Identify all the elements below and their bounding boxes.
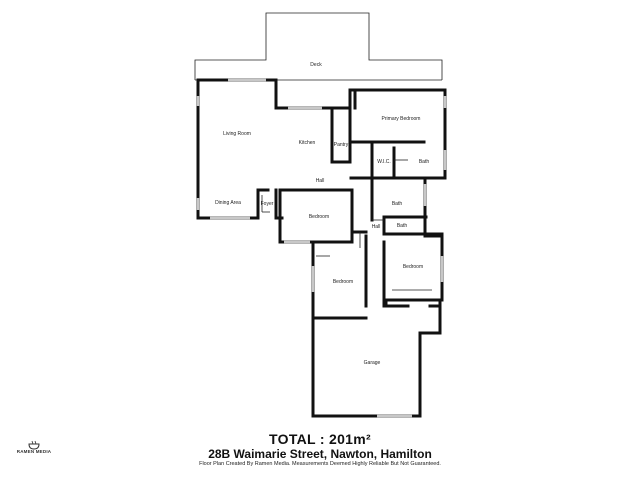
windows bbox=[196, 78, 447, 418]
disclaimer: Floor Plan Created By Ramen Media. Measu… bbox=[199, 461, 441, 467]
ramen-bowl-icon bbox=[27, 437, 41, 450]
room-label-garage: Garage bbox=[364, 360, 381, 366]
room-label-bath-middle: Bath bbox=[392, 201, 403, 207]
room-label-bedroom-right: Bedroom bbox=[403, 264, 423, 270]
total-area: TOTAL : 201m² bbox=[269, 431, 371, 447]
room-label-bedroom-lower: Bedroom bbox=[333, 279, 353, 285]
ramen-media-logo: RAMEN MEDIA bbox=[14, 437, 54, 454]
logo-text: RAMEN MEDIA bbox=[16, 449, 52, 454]
room-label-living-room: Living Room bbox=[223, 131, 251, 137]
room-label-deck: Deck bbox=[310, 62, 322, 68]
room-label-bath-small: Bath bbox=[397, 223, 408, 229]
room-label-foyer: Foyer bbox=[261, 201, 274, 207]
room-label-hall-right: Hall bbox=[372, 224, 381, 230]
room-label-kitchen: Kitchen bbox=[299, 140, 316, 146]
interior-walls bbox=[278, 88, 447, 320]
room-label-hall-top: Hall bbox=[316, 178, 325, 184]
room-label-bedroom-center: Bedroom bbox=[309, 214, 329, 220]
room-label-pantry: Pantry bbox=[334, 142, 349, 148]
room-label-bath-ensuite: Bath bbox=[419, 159, 430, 165]
property-address: 28B Waimarie Street, Nawton, Hamilton bbox=[208, 447, 432, 461]
room-label-primary-bedroom: Primary Bedroom bbox=[382, 116, 421, 122]
room-label-dining-area: Dining Area bbox=[215, 200, 241, 206]
room-label-wic: W.I.C. bbox=[377, 159, 391, 165]
fixtures bbox=[261, 159, 432, 291]
deck-outline bbox=[194, 12, 443, 81]
